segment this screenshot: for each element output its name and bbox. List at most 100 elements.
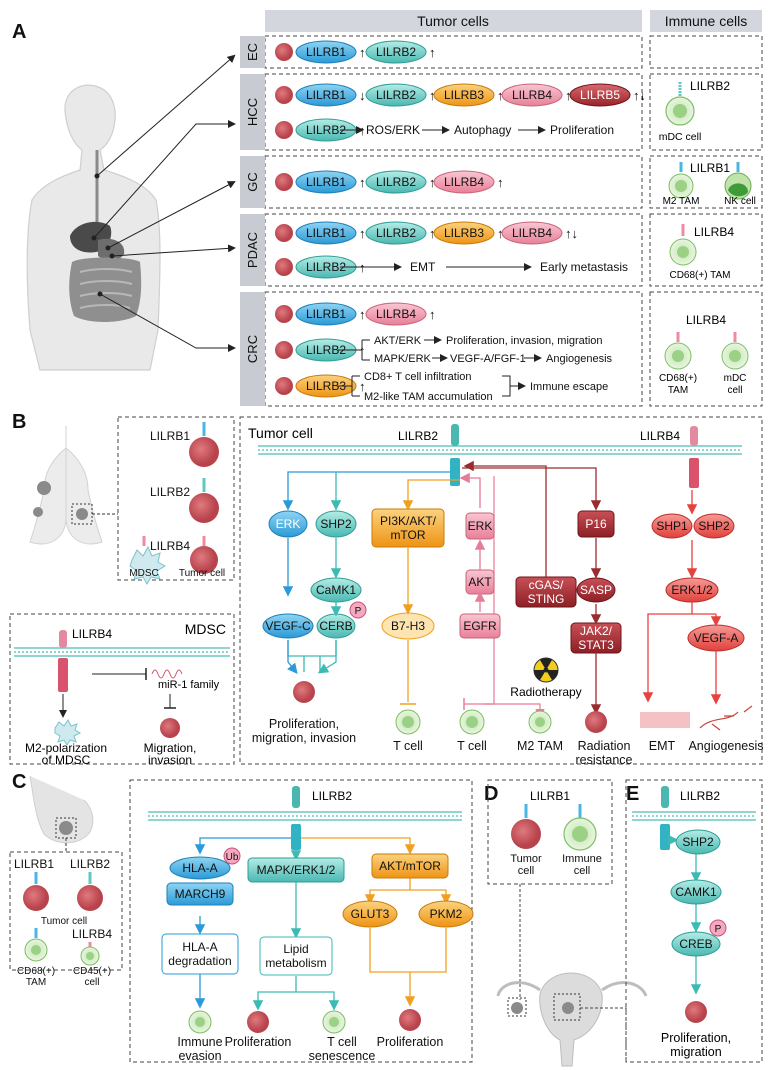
pdac-path-gene: LILRB2↑	[295, 255, 366, 279]
svg-text:STING: STING	[528, 592, 565, 606]
svg-text:Immune: Immune	[562, 853, 602, 865]
immune-crc: LILRB4 CD68(+) TAM mDC cell	[659, 313, 749, 396]
svg-text:cGAS/: cGAS/	[529, 578, 564, 592]
ec-lilrb2: LILRB2↑	[365, 40, 436, 64]
hcc-lilrb2-label: LILRB2	[376, 88, 416, 102]
crc-path-escape: Immune escape	[530, 381, 608, 393]
node-shp1: SHP1	[651, 513, 693, 539]
panel-d-box	[487, 779, 613, 885]
immune-crc-cell-2-l1: mDC	[724, 373, 747, 384]
panel-letter-c: C	[12, 771, 26, 793]
phospho-badge-b: P	[349, 601, 367, 619]
crc-b3-gene-trend: ↑	[359, 379, 366, 394]
node-erk12: ERK1/2	[665, 577, 719, 603]
panel-letter-a: A	[12, 21, 26, 43]
crc-lilrb1-label: LILRB1	[306, 307, 346, 321]
tumor-cell-icons	[275, 43, 293, 395]
crc-b3-gene-label: LILRB3	[306, 379, 346, 393]
svg-text:MARCH9: MARCH9	[175, 887, 226, 901]
crc-lilrb1: LILRB1 ↑	[295, 302, 366, 326]
crc-lilrb1-trend: ↑	[359, 307, 366, 322]
tumor-cell-icon	[275, 121, 293, 139]
tumor-cell-title: Tumor cell	[248, 425, 313, 441]
e-receptor: LILRB2	[680, 789, 720, 803]
lilrb4-receptor-tail	[689, 458, 699, 488]
ec-lilrb2-trend: ↑	[429, 45, 436, 60]
immune-cells-header-text: Immune cells	[665, 13, 747, 29]
mdsc-out2-l2: invasion	[148, 753, 192, 767]
node-vegfc: VEGF-C	[262, 613, 314, 639]
c-branches	[194, 837, 452, 1008]
svg-text:EGFR: EGFR	[463, 619, 497, 633]
hcc-path-gene-label: LILRB2	[306, 123, 346, 137]
panel-c-box	[129, 779, 473, 1063]
svg-text:STAT3: STAT3	[578, 638, 614, 652]
crc-lilrb4-trend: ↑	[429, 307, 436, 322]
b-out-radres-l2: resistance	[576, 753, 633, 767]
c-cell-tumor: Tumor cell	[41, 916, 87, 927]
node-vegfa: VEGF-A	[687, 624, 745, 652]
immune-hcc: LILRB2 mDC cell	[659, 79, 731, 143]
svg-text:TAM: TAM	[26, 977, 46, 988]
c-outcome-cells	[188, 1009, 421, 1034]
svg-text:AKT/mTOR: AKT/mTOR	[379, 859, 441, 873]
hcc-lilrb3: LILRB3↑↓	[433, 83, 510, 107]
hcc-lilrb2: LILRB2↑↓	[365, 83, 442, 107]
node-jak: JAK2/STAT3	[570, 622, 622, 654]
panel-e-box	[625, 779, 763, 1063]
svg-text:P16: P16	[585, 517, 607, 531]
node-sasp: SASP	[576, 577, 616, 603]
svg-text:HLA-A: HLA-A	[182, 861, 217, 875]
b-outcome-cells	[293, 681, 753, 735]
pdac-lilrb1: LILRB1↑↓	[295, 221, 372, 245]
mdsc-title: MDSC	[185, 621, 226, 637]
node-hla-a: HLA-A	[169, 856, 231, 880]
crc-path-prolif: Proliferation, invasion, migration	[446, 335, 603, 347]
gc-lilrb2-label: LILRB2	[376, 175, 416, 189]
pdac-pathway: EMT Early metastasis	[340, 260, 628, 274]
c-receptor-tail	[291, 824, 301, 850]
row-label-gc: GC	[245, 172, 260, 192]
human-body-illustration	[26, 84, 161, 371]
svg-text:P: P	[715, 924, 722, 935]
panel-letter-b: B	[12, 411, 26, 433]
ec-lilrb1: LILRB1↑	[295, 40, 366, 64]
node-pi3k: PI3K/AKT/mTOR	[371, 508, 445, 548]
e-receptor-tail	[660, 824, 670, 850]
hcc-lilrb3-label: LILRB3	[444, 88, 484, 102]
row-label-pdac: PDAC	[245, 232, 260, 268]
svg-text:VEGF-A: VEGF-A	[694, 631, 739, 645]
crc-path-angio: Angiogenesis	[546, 353, 613, 365]
lung-receptor-b2: LILRB2	[150, 485, 190, 499]
leader-lines-a	[91, 54, 236, 352]
hcc-path-autophagy: Autophagy	[454, 123, 511, 137]
lung-cells: LILRB1 LILRB2 LILRB4 MDSC Tumor cell	[129, 422, 225, 586]
crc-path-vegf: VEGF-A/FGF-1	[450, 353, 526, 365]
node-glut3: GLUT3	[342, 900, 398, 928]
node-erk-pink: ERK	[465, 512, 495, 540]
e-out-l2: migration	[670, 1045, 721, 1059]
hcc-lilrb5-trend: ↑↓	[633, 88, 646, 103]
svg-text:PI3K/AKT/: PI3K/AKT/	[380, 514, 437, 528]
tumor-cell-icon	[275, 173, 293, 191]
hcc-pathway: ROS/ERK Autophagy Proliferation	[340, 123, 614, 137]
crc-path-akt: AKT/ERK	[374, 335, 422, 347]
b-out-emt: EMT	[649, 739, 676, 753]
lung-receptor-b1: LILRB1	[150, 429, 190, 443]
tumor-cell-box	[239, 416, 763, 765]
row-label-hcc: HCC	[245, 98, 260, 126]
pdac-lilrb3-label: LILRB3	[444, 226, 484, 240]
c-out-immune-l1: Immune	[177, 1035, 222, 1049]
mdsc-box	[9, 613, 235, 765]
tumor-membrane	[258, 445, 742, 455]
intestine-shape	[69, 257, 142, 322]
node-march9: MARCH9	[166, 882, 234, 906]
panel-letter-d: D	[484, 783, 498, 805]
e-membrane	[632, 811, 756, 821]
node-cerb: CERB	[316, 613, 356, 639]
svg-text:MAPK/ERK1/2: MAPK/ERK1/2	[257, 863, 336, 877]
node-b7h3: B7-H3	[381, 612, 435, 640]
ubiquitin-badge: Ub	[223, 847, 241, 865]
crc-pathways: AKT/ERK Proliferation, invasion, migrati…	[338, 335, 613, 403]
